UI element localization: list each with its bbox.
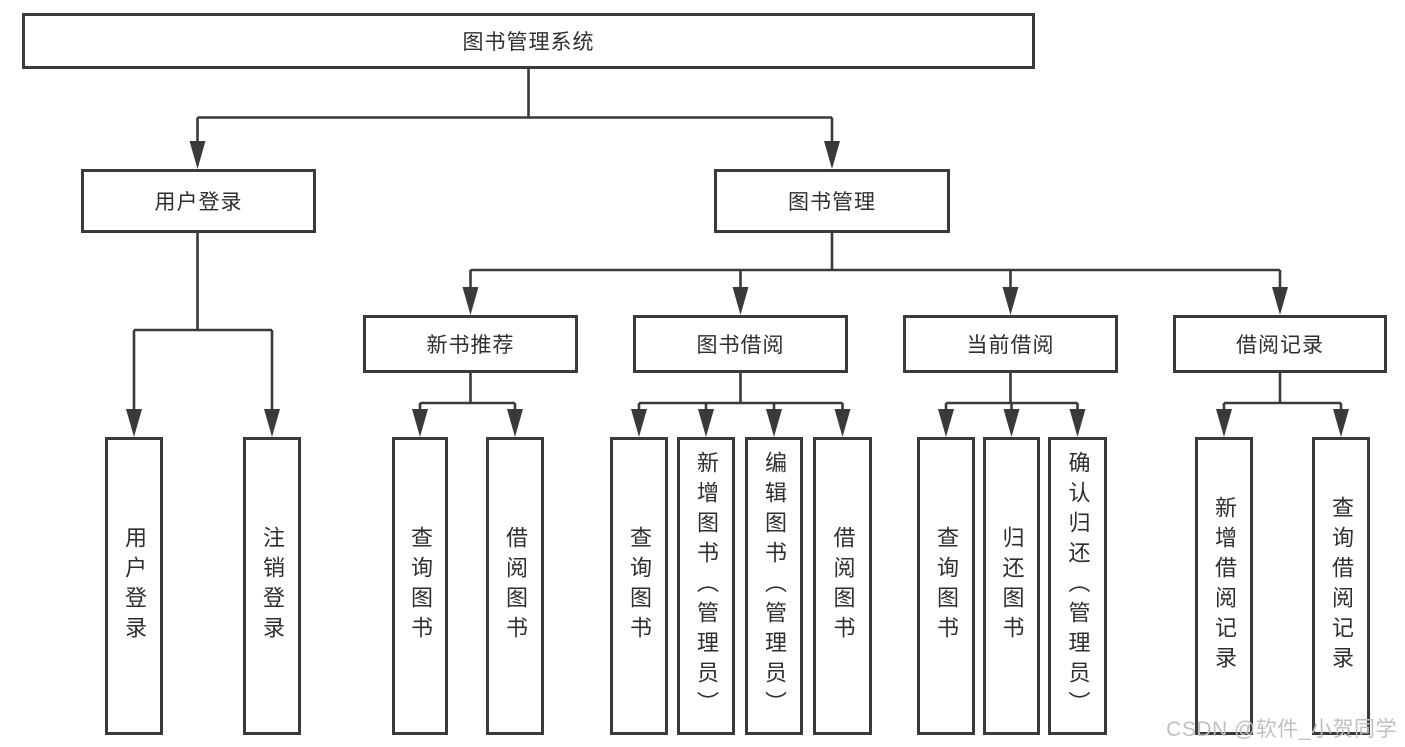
node-new-book-recommend-label: 新书推荐 [426, 334, 515, 357]
leaf-query-books-current-label: 查询图书 [934, 526, 959, 646]
leaf-return-books-label: 归还图书 [999, 526, 1025, 646]
leaf-add-books-admin: 新增图书（管理员） [677, 437, 735, 735]
leaf-edit-books-admin-label: 编辑图书（管理员） [762, 451, 787, 721]
node-book-borrowing: 图书借阅 [633, 315, 848, 373]
node-root-system: 图书管理系统 [22, 13, 1035, 69]
leaf-return-books: 归还图书 [983, 437, 1040, 735]
leaf-add-borrow-record-label: 新增借阅记录 [1212, 496, 1237, 676]
leaf-add-borrow-record: 新增借阅记录 [1195, 437, 1253, 735]
node-borrow-records-label: 借阅记录 [1236, 334, 1324, 357]
leaf-logout: 注销登录 [243, 437, 301, 735]
csdn-watermark: CSDN @软件_小贺同学 [1166, 718, 1397, 741]
node-current-borrowing-label: 当前借阅 [966, 334, 1055, 357]
node-new-book-recommend: 新书推荐 [363, 315, 578, 373]
leaf-confirm-return-admin: 确认归还（管理员） [1048, 437, 1107, 735]
leaf-edit-books-admin: 编辑图书（管理员） [745, 437, 803, 735]
node-borrow-records: 借阅记录 [1173, 315, 1387, 373]
leaf-query-borrow-record-label: 查询借阅记录 [1329, 496, 1354, 676]
leaf-logout-label: 注销登录 [260, 526, 285, 646]
leaf-user-login-label: 用户登录 [122, 526, 147, 646]
node-book-borrowing-label: 图书借阅 [696, 334, 785, 357]
leaf-query-books-current: 查询图书 [917, 437, 975, 735]
node-book-management: 图书管理 [714, 169, 950, 233]
leaf-confirm-return-admin-label: 确认归还（管理员） [1065, 451, 1091, 721]
leaf-query-books-borrowing: 查询图书 [610, 437, 668, 735]
leaf-borrow-books-recommend: 借阅图书 [486, 437, 544, 735]
node-root-label: 图书管理系统 [462, 31, 595, 54]
node-user-login: 用户登录 [81, 169, 316, 233]
node-book-management-label: 图书管理 [788, 191, 876, 214]
leaf-borrow-books: 借阅图书 [813, 437, 872, 735]
leaf-add-books-admin-label: 新增图书（管理员） [694, 451, 719, 721]
leaf-borrow-books-recommend-label: 借阅图书 [503, 526, 528, 646]
leaf-user-login: 用户登录 [105, 437, 163, 735]
node-user-login-label: 用户登录 [154, 191, 243, 214]
leaf-query-books-recommend-label: 查询图书 [408, 526, 433, 646]
leaf-query-books-borrowing-label: 查询图书 [627, 526, 652, 646]
node-current-borrowing: 当前借阅 [903, 315, 1118, 373]
leaf-query-books-recommend: 查询图书 [392, 437, 448, 735]
leaf-query-borrow-record: 查询借阅记录 [1312, 437, 1370, 735]
leaf-borrow-books-label: 借阅图书 [830, 526, 856, 646]
